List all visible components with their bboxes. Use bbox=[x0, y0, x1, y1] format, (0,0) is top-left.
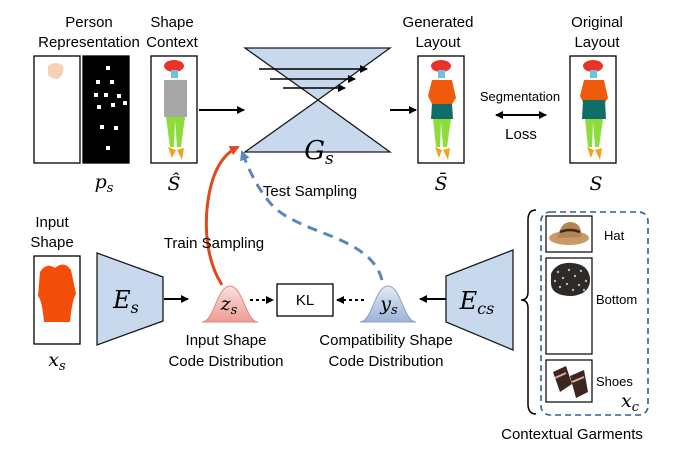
shape-context-label-line1: Shape bbox=[150, 14, 193, 31]
g-s-symbol: Gs bbox=[304, 136, 334, 169]
input-shape-panel bbox=[33, 255, 81, 345]
contextual-garments-label: Contextual Garments bbox=[501, 426, 643, 443]
generated-layout-label-line2: Layout bbox=[415, 34, 461, 51]
input-code-label-line2: Code Distribution bbox=[168, 353, 283, 370]
kl-box bbox=[276, 283, 334, 317]
curly-brace bbox=[520, 209, 537, 415]
generator-network bbox=[242, 47, 393, 153]
original-layout-label-line2: Layout bbox=[574, 34, 620, 51]
keypoint-dots-icon bbox=[94, 66, 127, 150]
e-cs-symbol: Ecs bbox=[459, 287, 495, 318]
p-s-symbol: ps bbox=[95, 171, 114, 196]
s-symbol: S bbox=[589, 173, 602, 195]
original-layout-panel bbox=[569, 55, 617, 164]
contextual-garments-box bbox=[540, 211, 649, 416]
x-s-symbol: xs bbox=[48, 349, 66, 374]
generated-layout-panel bbox=[417, 55, 465, 164]
face-mask-icon bbox=[48, 63, 64, 79]
compat-code-label-line1: Compatibility Shape bbox=[319, 332, 452, 349]
y-s-symbol: ys bbox=[379, 293, 398, 318]
top-garment-shape-icon bbox=[38, 264, 76, 322]
shoes-garment-image bbox=[545, 359, 593, 403]
test-sampling-arrow bbox=[240, 150, 384, 281]
compat-code-label-line2: Code Distribution bbox=[328, 353, 443, 370]
train-sampling-label: Train Sampling bbox=[164, 235, 264, 252]
input-shape-label-line2: Shape bbox=[30, 234, 73, 251]
person-representation-label-line2: Representation bbox=[38, 34, 140, 51]
s-hat-symbol: Ŝ bbox=[167, 172, 180, 195]
person-representation-panel bbox=[33, 55, 130, 164]
bottom-label: Bottom bbox=[596, 292, 637, 307]
generated-layout-label-line1: Generated bbox=[403, 14, 474, 31]
hat-garment-image bbox=[545, 215, 593, 253]
shape-context-panel bbox=[150, 55, 198, 164]
shoes-label: Shoes bbox=[596, 374, 633, 389]
bottom-garment-image bbox=[545, 257, 593, 355]
z-s-symbol: zs bbox=[220, 293, 238, 318]
test-sampling-label: Test Sampling bbox=[263, 183, 357, 200]
hat-label: Hat bbox=[604, 228, 625, 243]
input-code-label-line1: Input Shape bbox=[186, 332, 267, 349]
input-shape-label-line1: Input bbox=[35, 214, 69, 231]
s-bar-symbol: S̄ bbox=[434, 172, 447, 195]
train-sampling-arrow bbox=[204, 145, 240, 286]
person-representation-label-line1: Person bbox=[65, 14, 113, 31]
input-shape-encoder bbox=[96, 252, 164, 346]
original-layout-label-line1: Original bbox=[571, 14, 623, 31]
y-distribution-curve bbox=[359, 285, 417, 323]
kl-label: KL bbox=[296, 292, 314, 309]
compatibility-encoder bbox=[445, 249, 514, 351]
loss-label: Loss bbox=[505, 126, 537, 143]
segmentation-label: Segmentation bbox=[480, 89, 560, 104]
z-distribution-curve bbox=[201, 285, 259, 323]
x-c-symbol: xc bbox=[621, 390, 640, 415]
shape-context-label-line2: Context bbox=[146, 34, 199, 51]
e-s-symbol: Es bbox=[112, 286, 139, 317]
